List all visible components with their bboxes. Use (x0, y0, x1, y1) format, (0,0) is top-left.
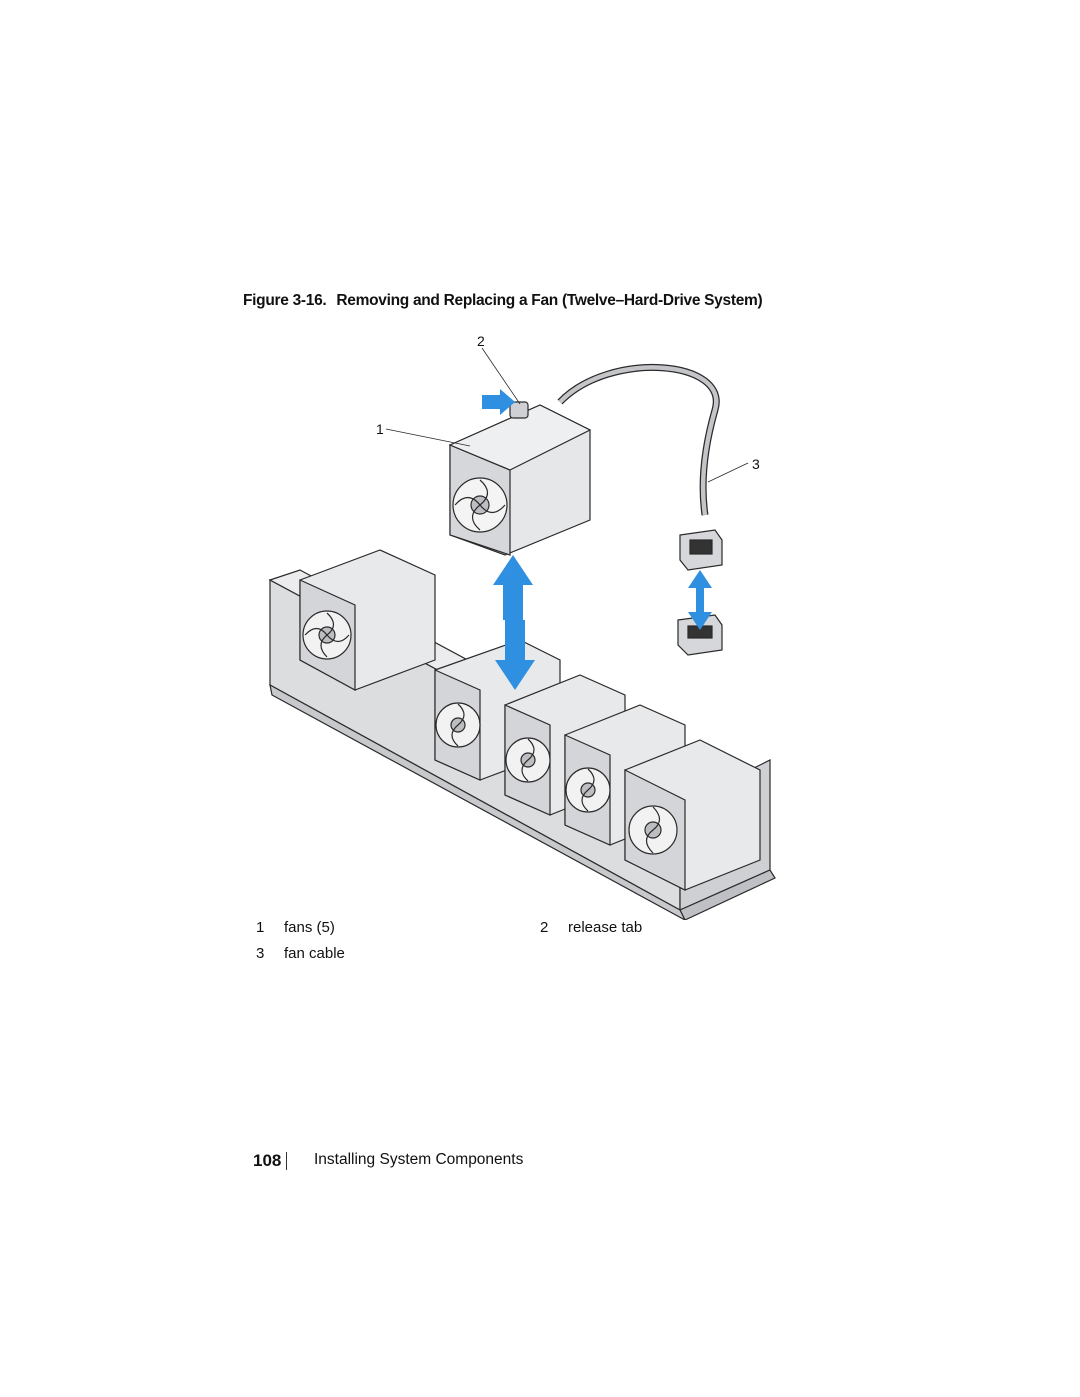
page-number: 108 (253, 1151, 282, 1170)
legend-text: release tab (568, 919, 643, 936)
figure-label: Figure 3-16. (243, 292, 327, 309)
direction-arrows (482, 389, 712, 690)
legend-item-2: 2 release tab (540, 919, 642, 936)
removed-fan (448, 401, 592, 556)
figure-title: Removing and Replacing a Fan (Twelve–Har… (336, 292, 763, 309)
fan-connectors (677, 529, 723, 656)
legend-text: fan cable (284, 945, 345, 962)
footer-divider (286, 1152, 287, 1170)
legend-number: 2 (540, 919, 549, 936)
callout-2: 2 (477, 333, 485, 349)
legend-item-1: 1 fans (5) (256, 919, 335, 936)
installed-fans (299, 549, 761, 891)
figure-caption: Figure 3-16. Removing and Replacing a Fan… (243, 292, 763, 310)
legend-number: 3 (256, 945, 265, 962)
legend-item-3: 3 fan cable (256, 945, 345, 962)
legend-number: 1 (256, 919, 265, 936)
callout-leaders (385, 347, 749, 483)
fan-assembly-illustration (268, 347, 776, 920)
callout-3: 3 (752, 456, 760, 472)
fan-cable (557, 364, 720, 516)
callout-1: 1 (376, 421, 384, 437)
section-title: Installing System Components (314, 1151, 524, 1168)
legend-text: fans (5) (284, 919, 335, 936)
